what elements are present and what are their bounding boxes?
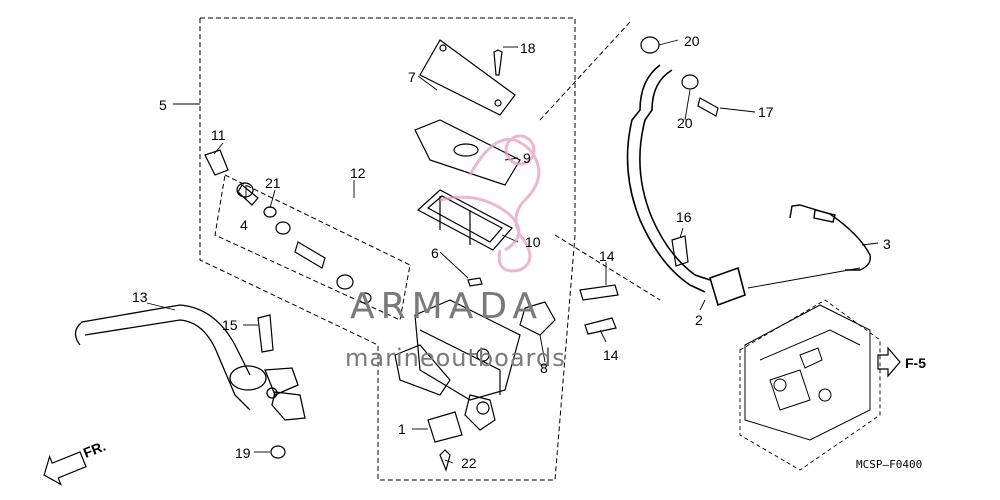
brake-pipe [789,204,871,271]
brake-hose [626,64,746,307]
callout-22: 22 [461,455,477,471]
front-direction-arrow: FR. [43,438,108,486]
callout-21: 21 [265,175,281,191]
callout-14-lower: 14 [603,347,619,363]
assembly-frame [199,17,661,481]
callout-14-upper: 14 [599,248,615,264]
callout-19: 19 [235,445,251,461]
watermark-logo-icon [439,134,541,273]
callout-18: 18 [520,40,536,56]
watermark-brand: ARMADA [350,286,543,327]
callout-9: 9 [523,150,531,166]
front-arrow-label: FR. [81,438,108,461]
callout-5: 5 [159,97,167,113]
modulator-unit [744,304,871,441]
bolts [257,49,719,459]
callout-20-lower: 20 [677,115,693,131]
callout-13: 13 [132,289,148,305]
callout-8: 8 [540,360,548,376]
callout-20-upper: 20 [684,33,700,49]
reservoir-cap [419,39,516,116]
callout-6: 6 [431,245,439,261]
leader-lines [146,39,879,464]
diaphragm [416,189,513,251]
cap-plate [414,119,521,186]
reference-label: F-5 [905,355,926,371]
callout-11: 11 [211,127,226,143]
callout-17: 17 [758,104,774,120]
callout-2: 2 [695,312,703,328]
callout-1: 1 [398,421,406,437]
modulator-frame [739,299,881,471]
reference-arrow [877,346,901,378]
callout-16: 16 [676,209,692,225]
brake-switch [427,411,463,472]
callout-10: 10 [525,234,541,250]
master-cylinder-body [394,299,556,431]
callout-3: 3 [883,236,891,252]
piston-kit [204,149,372,304]
callout-12: 12 [350,165,366,181]
callout-15: 15 [222,317,238,333]
figure-code: MCSP—F0400 [856,458,922,471]
callout-4: 4 [240,217,248,233]
callout-7: 7 [408,69,416,85]
callout-labels: 5 11 21 4 12 7 18 9 10 6 14 14 8 1 22 13… [132,33,926,471]
watermark-tagline: marineoutboards [345,344,566,372]
brake-lever [74,304,306,421]
